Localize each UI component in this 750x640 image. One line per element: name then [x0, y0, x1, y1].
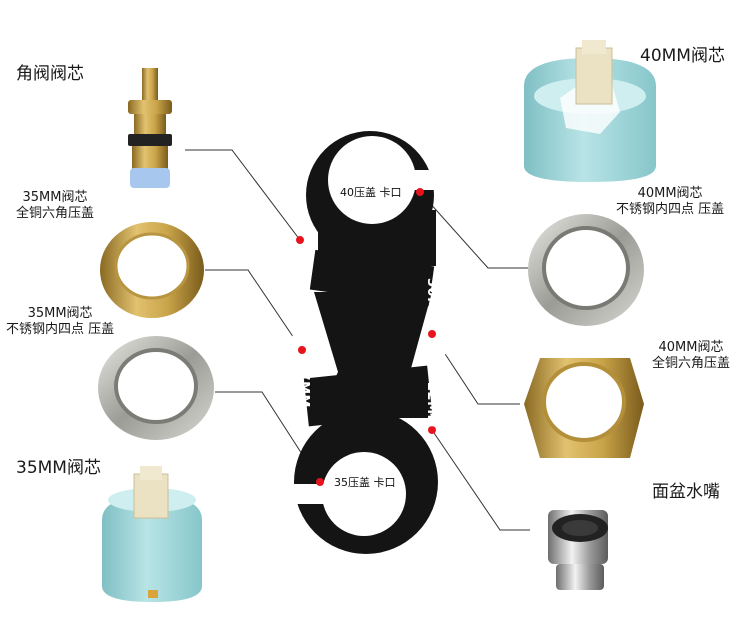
marker-30mm [428, 330, 436, 338]
basin-faucet-aerator [548, 510, 608, 590]
40mm-cartridge [524, 40, 656, 182]
label-line: 35MM阀芯 [27, 306, 93, 321]
leader-line-40mm-brass [431, 333, 520, 405]
dim-label-right-upper: 30MM [424, 278, 439, 324]
label-line: 全铜六角压盖 [16, 206, 95, 222]
label-line: 不锈钢内四点 压盖 [6, 322, 115, 338]
wrench-40-throat [394, 170, 446, 190]
35mm-brass-hex-cap [100, 222, 204, 318]
marker-22mm [428, 426, 436, 434]
label-35mm-cartridge: 35MM阀芯 [16, 458, 101, 478]
40mm-steel-4point-cap [528, 214, 644, 326]
label-angle-valve-cartridge: 角阀阀芯 [16, 64, 84, 84]
35mm-steel-4point-cap [98, 336, 214, 440]
wrench-35-throat [286, 484, 332, 504]
label-40mm-brass-hex-cap: 40MM阀芯 全铜六角压盖 [652, 340, 730, 373]
wrench-35-opening [322, 452, 406, 536]
leader-line-aerator [431, 429, 530, 531]
leader-line-40mm-steel [419, 191, 528, 269]
label-40mm-steel-4point-cap: 40MM阀芯 不锈钢内四点 压盖 [616, 186, 724, 219]
label-line: 不锈钢内四点 压盖 [616, 202, 725, 218]
35mm-cartridge [102, 466, 202, 602]
dim-label-left-lower: 27MM [296, 362, 311, 408]
wrench-center-notch-left [290, 300, 314, 372]
label-line: 35MM阀芯 [22, 190, 88, 205]
40mm-brass-hex-cap [524, 358, 644, 458]
leader-line-35mm-brass [205, 269, 303, 351]
wrench-openings [286, 136, 456, 536]
dim-label-left-upper: 14MM [296, 248, 311, 294]
marker-35-slot [316, 478, 324, 486]
label-line: 40MM阀芯 [658, 340, 724, 355]
dimension-markers [296, 188, 436, 486]
label-40mm-cartridge: 40MM阀芯 [640, 46, 725, 66]
wrench-top-slot-label: 40压盖 卡口 [340, 186, 402, 199]
label-line: 全铜六角压盖 [652, 356, 731, 372]
label-basin-faucet-aerator: 面盆水嘴 [652, 482, 720, 502]
angle-valve-cartridge [128, 68, 172, 188]
wrench-40-opening [328, 136, 416, 224]
marker-14mm [296, 236, 304, 244]
wrench-center-notch-right [432, 300, 456, 372]
leader-line-angle-valve [185, 149, 301, 241]
label-35mm-steel-4point-cap: 35MM阀芯 不锈钢内四点 压盖 [6, 306, 114, 339]
marker-27mm [298, 346, 306, 354]
dim-label-right-lower: 22MM [424, 382, 439, 428]
wrench-bottom-slot-label: 35压盖 卡口 [334, 476, 396, 489]
label-35mm-brass-hex-cap: 35MM阀芯 全铜六角压盖 [16, 190, 94, 223]
marker-40-slot [416, 188, 424, 196]
label-line: 40MM阀芯 [637, 186, 703, 201]
